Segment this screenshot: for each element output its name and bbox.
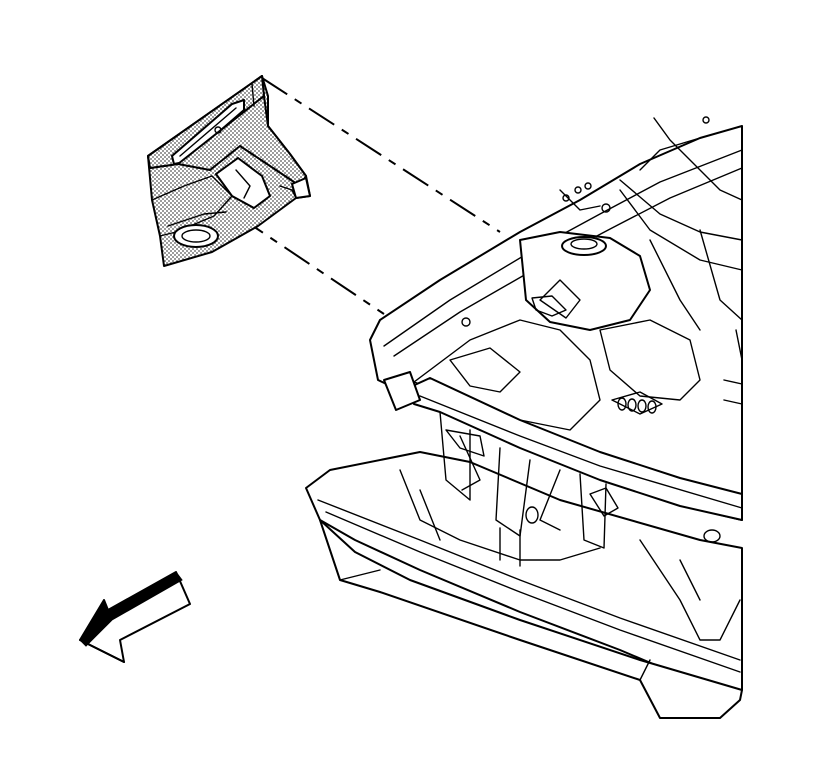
alignment-line-upper [261,77,501,233]
alignment-lines [237,77,501,315]
alignment-line-lower [237,215,385,315]
bracket-hole [173,224,219,248]
bracket-part-icon [147,75,311,267]
vehicle-front-structure [305,116,743,719]
lower-skirt [319,519,743,719]
front-direction-arrow-icon [79,571,191,663]
